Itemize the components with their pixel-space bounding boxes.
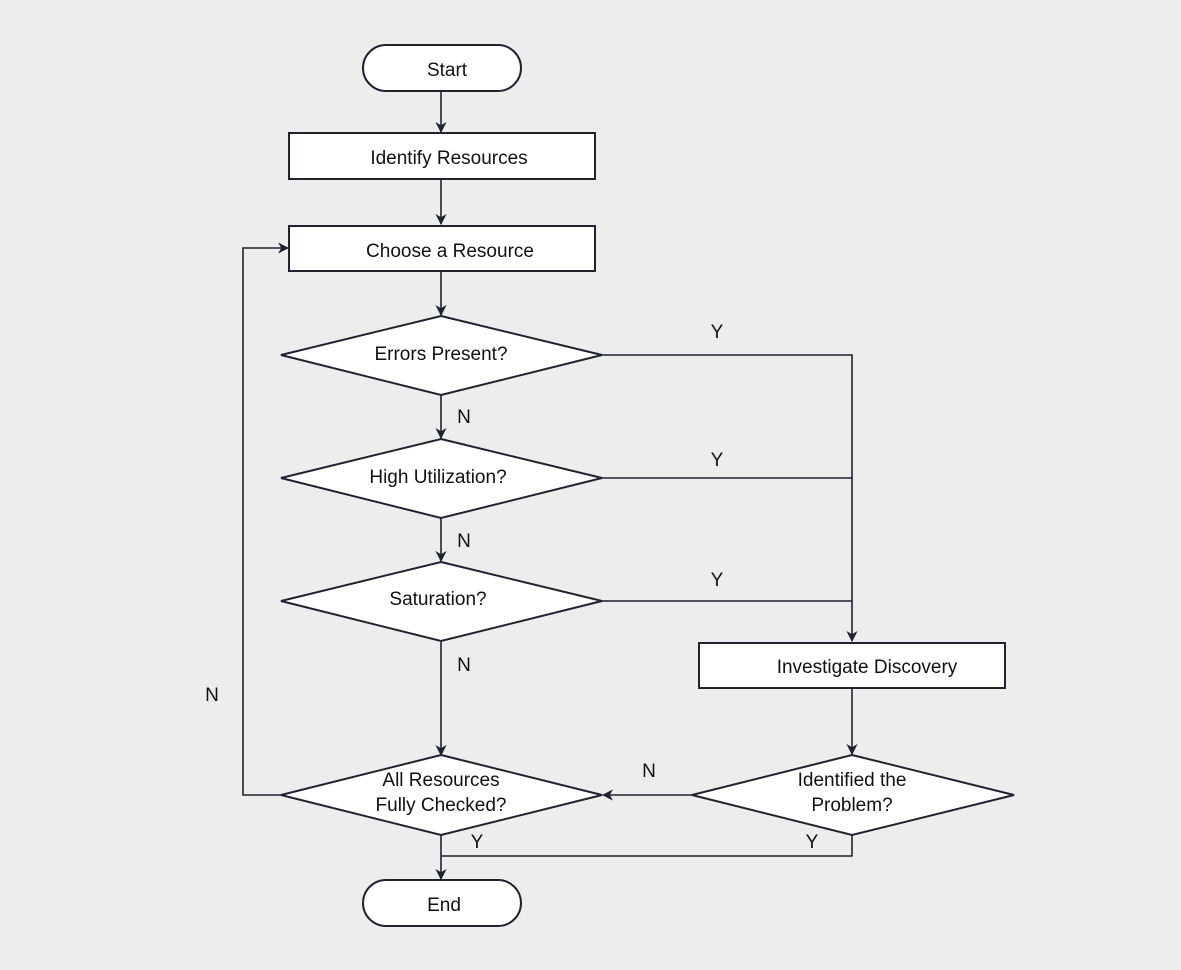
edge-errors-yes [602, 354, 858, 643]
node-utilization-label: High Utilization? [369, 467, 506, 488]
edge-label-saturation-yes: Y [711, 570, 724, 591]
edge-label-utilization-no: N [457, 531, 471, 552]
node-end: End [362, 879, 522, 927]
node-identify-resources: Identify Resources [288, 132, 596, 180]
node-investigate-discovery: Investigate Discovery [698, 642, 1006, 689]
edge-label-utilization-yes: Y [711, 450, 724, 471]
node-identified-label-line1: Identified the [798, 770, 907, 791]
edge-label-errors-no: N [457, 407, 471, 428]
node-identify-label: Identify Resources [370, 148, 527, 169]
node-choose-label: Choose a Resource [366, 241, 534, 262]
node-identified-problem: Identified the Problem? [691, 753, 1015, 837]
node-high-utilization: High Utilization? [280, 437, 603, 520]
edge-label-saturation-no: N [457, 655, 471, 676]
edge-label-allchecked-no: N [205, 685, 219, 706]
edge-allchecked-no-loop [242, 242, 290, 796]
node-saturation: Saturation? [280, 560, 603, 643]
edge-label-identified-yes: Y [806, 832, 819, 853]
node-start-label: Start [427, 60, 468, 81]
edges [242, 91, 858, 881]
node-investigate-label: Investigate Discovery [777, 657, 958, 678]
node-choose-resource: Choose a Resource [288, 225, 596, 272]
node-identified-label-line2: Problem? [811, 795, 892, 816]
node-saturation-label: Saturation? [389, 589, 486, 610]
edge-label-allchecked-yes: Y [471, 832, 484, 853]
node-end-label: End [427, 895, 461, 916]
node-all-resources-checked: All Resources Fully Checked? [280, 753, 603, 837]
node-allchecked-label-line1: All Resources [382, 770, 499, 791]
node-errors-present: Errors Present? [280, 314, 603, 397]
node-start: Start [362, 44, 522, 92]
node-allchecked-label-line2: Fully Checked? [376, 795, 507, 816]
edge-label-errors-yes: Y [711, 322, 724, 343]
edge-label-identified-no: N [642, 761, 656, 782]
edge-identified-yes [441, 835, 853, 857]
edge-labels: Y N Y N Y N N N Y Y [205, 322, 819, 853]
node-errors-label: Errors Present? [374, 344, 507, 365]
